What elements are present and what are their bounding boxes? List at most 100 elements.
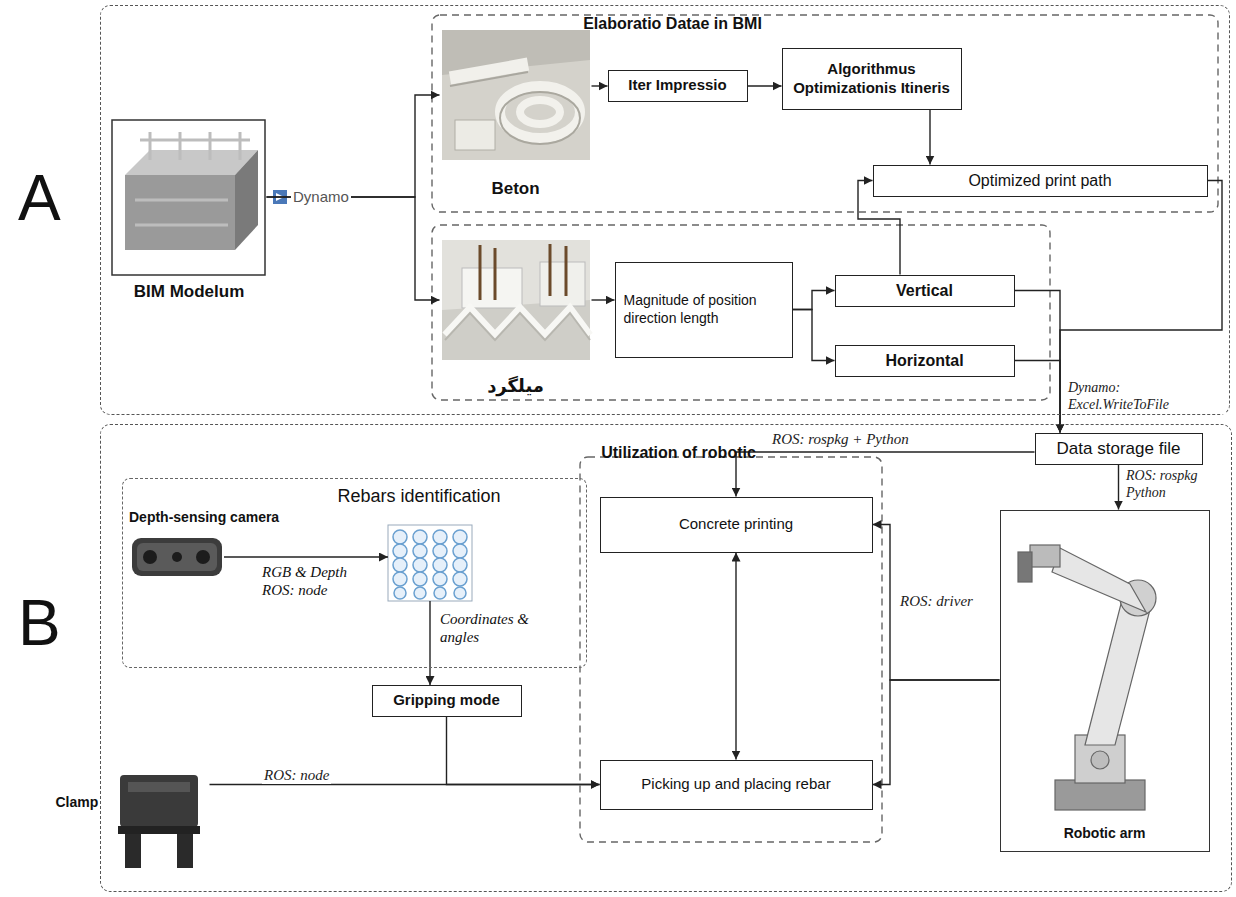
- flow-arrow: [793, 291, 835, 310]
- flow-arrow: [748, 85, 782, 86]
- label-holder: Dynamo: [291, 188, 351, 206]
- panel-letter: B: [18, 585, 61, 662]
- box-text: Concrete printing: [679, 515, 793, 534]
- label-holder: ROS: rospkg + Python: [770, 430, 911, 448]
- bim-model-picture-part: [135, 132, 250, 225]
- robotic-arm-picture-part: [1030, 545, 1060, 567]
- label-holder: ROS: node: [262, 766, 331, 784]
- process-box: Optimized print path: [873, 165, 1208, 197]
- depth-camera-picture-part: [172, 552, 182, 562]
- rebar-recognition-picture-part: [413, 558, 427, 572]
- flow-arrow: [1015, 361, 1061, 433]
- depth-camera-picture: [132, 538, 222, 576]
- flow-arrow: [873, 680, 1000, 785]
- rebar-wall-picture-part: [540, 262, 585, 306]
- rebar-wall-picture-part: [462, 268, 522, 308]
- flow-arrow: [592, 85, 608, 86]
- process-box: Horizontal: [835, 345, 1015, 377]
- box-text: Horizontal: [885, 351, 963, 371]
- label-holder: Coordinates & angles: [440, 610, 540, 646]
- rebar-wall-picture: [442, 240, 590, 360]
- flow-arrow: [1015, 291, 1061, 433]
- edge-label: Dynamo: [291, 188, 351, 206]
- signal-label: RGB & Depth ROS: node: [262, 563, 357, 599]
- edge-label: ROS: node: [262, 766, 331, 784]
- clamp-picture-part: [120, 775, 198, 827]
- rebar-recognition-picture-part: [393, 544, 407, 558]
- image-node: Clamp: [50, 768, 210, 872]
- clamp-picture-part: [128, 782, 190, 792]
- flow-arrow: [873, 525, 1000, 681]
- rebar-recognition-picture-part: [434, 587, 446, 599]
- rebar-wall-picture-part: [445, 308, 590, 335]
- group-outline: [432, 15, 1218, 842]
- flow-arrow: [592, 299, 615, 300]
- rebar-wall-picture-part: [549, 244, 552, 296]
- group-outline-part: [432, 225, 1050, 400]
- edge-label: ROS: rospkg Python: [1124, 468, 1214, 502]
- label-holder: ROS: driver: [898, 592, 975, 610]
- bim-model-picture-part: [140, 139, 250, 142]
- group-region: Depth-sensing cameraRebars identificatio…: [122, 478, 587, 668]
- rebar-recognition-picture-part: [388, 525, 472, 601]
- clamp-picture: [118, 775, 200, 868]
- concrete-print-picture-part: [500, 92, 580, 144]
- panel-letter: A: [18, 160, 61, 237]
- rebar-recognition-picture-part: [453, 572, 467, 586]
- concrete-print-picture-part: [455, 120, 495, 150]
- depth-camera-picture-part: [137, 543, 217, 571]
- depth-camera-picture-part: [196, 550, 210, 564]
- robotic-arm-picture-part: [1052, 548, 1146, 612]
- process-box: Magnitude of position direction length: [615, 262, 793, 358]
- flow-arrow: [1118, 465, 1119, 510]
- rebar-recognition-picture-part: [413, 544, 427, 558]
- panel-region: Data storage fileDepth-sensing cameraReb…: [100, 424, 1232, 892]
- robotic-arm-picture-part: [1091, 751, 1109, 769]
- rebar-recognition-picture-part: [433, 530, 447, 544]
- process-box: Picking up and placing rebar: [600, 760, 873, 810]
- process-box: Iter Impressio: [608, 70, 748, 102]
- signal-label: Coordinates & angles: [440, 610, 540, 646]
- rebar-wall-picture-part: [480, 244, 566, 300]
- rebar-recognition-picture-part: [414, 587, 426, 599]
- image-caption: Depth-sensing camera: [129, 509, 279, 527]
- panel-heading: Utilization of robotic: [126, 443, 1231, 463]
- clamp-picture-part: [177, 834, 193, 868]
- label-holder: Dynamo: Excel.WriteToFile: [1066, 380, 1226, 414]
- flow-arrow: [447, 717, 600, 785]
- concrete-print-picture-part: [500, 86, 580, 138]
- process-box: Vertical: [835, 275, 1015, 307]
- concrete-print-picture: [442, 30, 590, 160]
- group-outline-part: [432, 15, 1218, 212]
- flow-line-part: [224, 556, 388, 557]
- bim-model-picture-part: [135, 199, 228, 202]
- image-caption: Robotic arm: [1064, 825, 1146, 843]
- box-text: Optimized print path: [968, 171, 1111, 191]
- bim-model-picture-part: [209, 132, 212, 160]
- process-box: Concrete printing: [600, 497, 873, 553]
- flow-line: [224, 557, 430, 685]
- bim-model-picture-part: [149, 132, 152, 160]
- flow-arrow: [267, 95, 440, 197]
- image-caption: Clamp: [56, 794, 99, 812]
- rebar-recognition-picture-part: [453, 530, 467, 544]
- rebar-recognition-picture-part: [433, 558, 447, 572]
- panel-heading: Elaboratio Datae in BMI: [116, 14, 1229, 34]
- bim-model-picture-part: [179, 132, 182, 160]
- concrete-print-picture-part: [442, 30, 590, 160]
- rebar-recognition-picture-part: [433, 544, 447, 558]
- concrete-print-picture-part: [450, 72, 528, 86]
- clamp-picture-part: [118, 826, 200, 834]
- group-heading: Rebars identification: [253, 485, 586, 508]
- label-holder: B: [18, 585, 61, 662]
- process-box: Gripping mode: [372, 685, 522, 717]
- image-node: میلگرد: [440, 238, 592, 398]
- panel-region: BIM ModelumBetonIter ImpressioAlgorithmu…: [100, 5, 1230, 415]
- image-node: Beton: [440, 28, 592, 200]
- robotic-arm-picture-part: [1018, 552, 1032, 582]
- bim-model-picture-part: [125, 175, 235, 250]
- image-node: BIM Modelum: [112, 118, 267, 303]
- box-text: Picking up and placing rebar: [641, 775, 830, 794]
- bim-model-picture: [112, 120, 265, 275]
- rebar-recognition-picture-part: [393, 558, 407, 572]
